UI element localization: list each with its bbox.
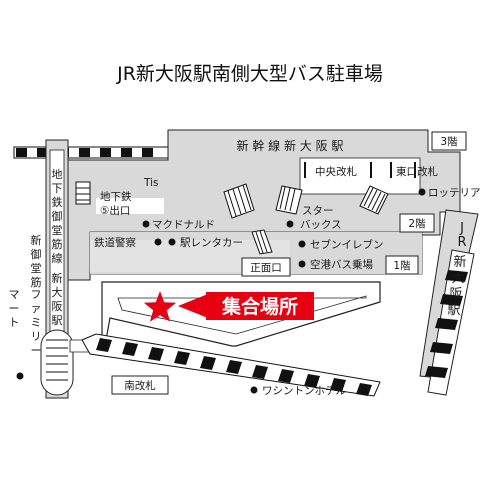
rentacar-dot — [168, 238, 176, 246]
svg-text:阪: 阪 — [52, 299, 63, 313]
svg-text:阪: 阪 — [449, 287, 462, 302]
stair-subway — [75, 181, 91, 205]
floor-3f-label: 3階 — [440, 136, 458, 148]
starbucks-label-1: スター — [302, 205, 334, 217]
stair-center — [275, 185, 303, 215]
rail-track-top — [13, 146, 175, 159]
mcdonalds-label: マクドナルド — [152, 219, 215, 231]
front-gate: 正面口 — [241, 257, 291, 277]
svg-text:新: 新 — [31, 233, 42, 247]
subway-rail-left — [40, 139, 74, 399]
shinmido-label: 新 御 堂 筋 — [31, 233, 42, 289]
lotteria-dot — [418, 188, 426, 196]
floor-1f-label: 1階 — [393, 260, 411, 272]
familymart-label: フ ァ ミ リ ー マ ー ト — [9, 288, 42, 357]
svg-text:ー: ー — [31, 344, 42, 357]
meeting-arrow — [178, 294, 208, 318]
floor-2f-label: 2階 — [408, 218, 426, 230]
south-gate: 南改札 — [111, 375, 169, 395]
rentacar-label: 駅レンタカー — [180, 237, 243, 249]
svg-text:筋: 筋 — [52, 237, 63, 251]
svg-text:マ: マ — [9, 288, 20, 301]
svg-text:駅: 駅 — [447, 303, 460, 318]
washington-hotel-label: ワシントンホテル — [262, 385, 346, 397]
svg-text:堂: 堂 — [31, 262, 42, 275]
lotteria-label: ロッテリア — [428, 187, 481, 199]
svg-text:ト: ト — [9, 316, 20, 329]
railway-police-dot — [154, 238, 162, 246]
staircases — [75, 181, 389, 255]
jr-rail-right — [419, 209, 479, 396]
gate-east-label: 東口改札 — [396, 165, 438, 178]
svg-text:線: 線 — [52, 251, 63, 265]
washington-hotel-dot — [250, 386, 258, 394]
svg-text:下: 下 — [52, 182, 63, 195]
svg-text:地: 地 — [52, 168, 63, 181]
meeting-point-box — [206, 292, 314, 320]
svg-text:R: R — [457, 235, 466, 250]
rail-track-bottom — [81, 333, 381, 397]
map-title: JR新大阪駅南側大型バス駐車場 — [116, 63, 383, 85]
gate-markers — [304, 162, 416, 178]
shinkansen-label: 新 幹 線 新 大 阪 駅 — [237, 138, 344, 153]
railway-police-label: 鉄道警察 — [94, 236, 136, 249]
svg-text:鉄: 鉄 — [52, 195, 63, 209]
airport-bus-dot — [298, 260, 306, 268]
jr-station-label: J R 新 大 阪 駅 — [447, 221, 466, 318]
subway-exit-label-2: ⑤出口 — [100, 204, 130, 217]
subway-line-label: 地 下 鉄 御 堂 筋 線 新 大 阪 駅 — [52, 168, 63, 327]
svg-text:ー: ー — [9, 302, 20, 315]
floor-3f: 3階 — [431, 131, 467, 151]
labels: 新 幹 線 新 大 阪 駅 3階 2階 1階 中央改札 東口改札 正面口 南改札 — [9, 131, 481, 397]
floor-2f: 2階 — [399, 213, 435, 233]
meeting-point: 集合場所 — [143, 291, 314, 322]
svg-text:J: J — [459, 221, 464, 236]
airport-bus-label: 空港バス乗場 — [310, 258, 373, 271]
mcdonalds-dot — [142, 220, 150, 228]
seven-eleven-dot — [298, 240, 306, 248]
gate-central-label: 中央改札 — [315, 165, 357, 178]
svg-text:リ: リ — [31, 330, 42, 343]
svg-text:御: 御 — [52, 209, 63, 223]
svg-text:堂: 堂 — [52, 224, 63, 237]
starbucks-label-2: バックス — [300, 219, 342, 231]
starbucks-dot — [286, 220, 294, 228]
meeting-star-icon — [143, 291, 177, 322]
stair-right — [359, 185, 389, 215]
seven-eleven-label: セブンイレブン — [310, 238, 384, 251]
svg-text:ミ: ミ — [31, 316, 42, 329]
tis-label: Tis — [143, 177, 158, 189]
svg-text:ァ: ァ — [31, 302, 42, 315]
svg-text:大: 大 — [451, 271, 464, 286]
floor-1f: 1階 — [385, 255, 419, 275]
stair-lower — [251, 229, 273, 255]
meeting-point-label: 集合場所 — [221, 295, 298, 318]
svg-text:新: 新 — [453, 254, 466, 270]
svg-text:フ: フ — [31, 288, 42, 301]
subway-exit-label-1: 地下鉄 — [100, 190, 132, 203]
svg-text:筋: 筋 — [31, 275, 42, 289]
south-gate-label: 南改札 — [124, 379, 156, 392]
front-gate-label: 正面口 — [250, 262, 282, 274]
svg-text:大: 大 — [52, 285, 63, 299]
stair-left — [223, 183, 255, 219]
familymart-dot — [16, 372, 24, 380]
svg-text:新: 新 — [52, 271, 63, 285]
svg-text:駅: 駅 — [52, 314, 63, 327]
svg-text:御: 御 — [31, 247, 42, 261]
